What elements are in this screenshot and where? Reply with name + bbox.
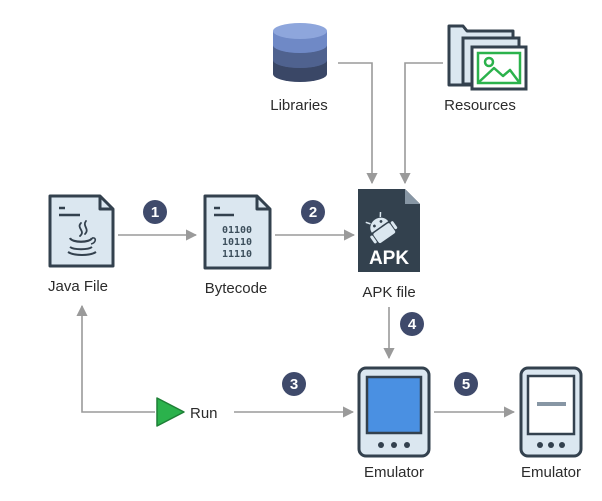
- libraries-node: Libraries: [270, 23, 328, 114]
- apk-badge: APK: [369, 248, 409, 269]
- bytecode-label: Bytecode: [205, 280, 268, 297]
- step-badge-4: 4: [400, 312, 424, 336]
- image-folder-icon: [447, 24, 528, 91]
- connectors: [76, 62, 516, 418]
- emulator-blank-label: Emulator: [364, 464, 424, 481]
- arrow-resources-to-apk: [399, 62, 443, 185]
- step-badge-2: 2: [301, 200, 325, 224]
- step-badge-5: 5: [454, 372, 478, 396]
- resources-label: Resources: [444, 97, 516, 114]
- apk-file-icon: APK: [358, 189, 420, 272]
- step-number-4: 4: [408, 316, 417, 333]
- bytecode-file-icon: 01100 10110 11110: [203, 194, 272, 270]
- apk-file-node: APK APK file: [358, 189, 420, 301]
- run-label: Run: [190, 405, 218, 422]
- resources-node: Resources: [444, 24, 528, 114]
- android-icon: [365, 211, 398, 244]
- run-node: Run: [156, 397, 218, 427]
- step-badge-3: 3: [282, 372, 306, 396]
- apk-file-label: APK file: [362, 284, 415, 301]
- java-file-node: Java File: [48, 194, 115, 295]
- step-number-1: 1: [151, 204, 159, 221]
- emulator-blank-node: Emulator: [357, 366, 431, 481]
- emulator-app-label: Emulator: [521, 464, 581, 481]
- phone-icon: [357, 366, 431, 458]
- bytecode-node: 01100 10110 11110 Bytecode: [203, 194, 272, 297]
- emulator-app-node: Emulator: [519, 366, 583, 481]
- phone-app-icon: [519, 366, 583, 458]
- step-number-3: 3: [290, 376, 298, 393]
- step-badge-1: 1: [143, 200, 167, 224]
- arrow-libraries-to-apk: [338, 62, 378, 185]
- libraries-label: Libraries: [270, 97, 328, 114]
- bytecode-line-2: 10110: [222, 237, 252, 248]
- database-icon: [273, 23, 327, 82]
- step-number-5: 5: [462, 376, 470, 393]
- java-file-label: Java File: [48, 278, 108, 295]
- step-number-2: 2: [309, 204, 317, 221]
- bytecode-line-3: 11110: [222, 249, 252, 260]
- java-file-icon: [48, 194, 115, 268]
- arrow-run-to-java: [76, 304, 155, 413]
- bytecode-line-1: 01100: [222, 225, 252, 236]
- play-icon: [156, 397, 185, 427]
